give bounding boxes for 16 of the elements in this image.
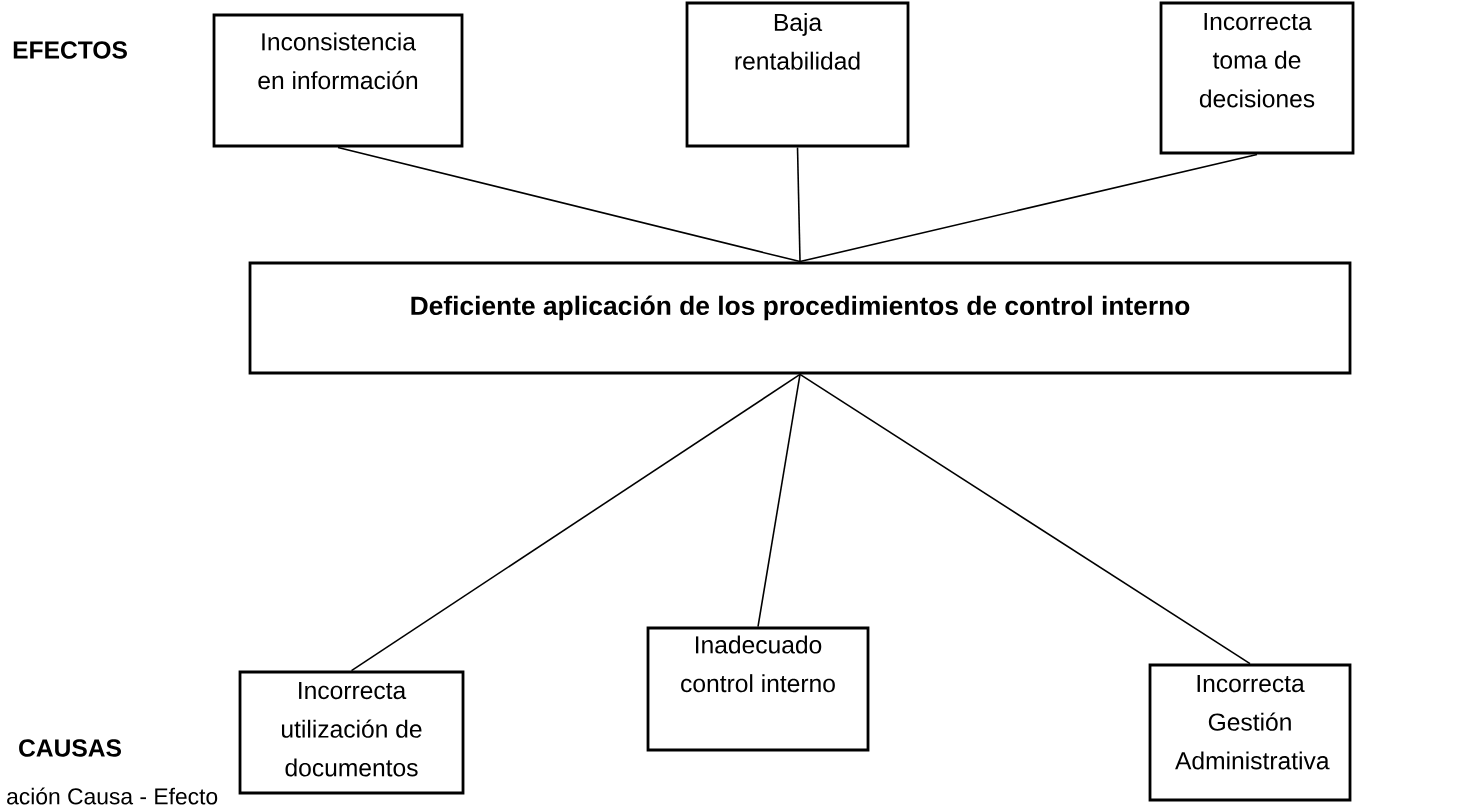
text-box: Inadecuado control interno (646, 626, 870, 752)
side-label: CAUSAS (19, 739, 121, 757)
text-box: Incorrecta utilización de documentos (238, 670, 465, 795)
connector-line (757, 373, 801, 628)
text-box: Incorrecta toma de decisiones (1159, 1, 1355, 155)
connector-line (796, 146, 801, 263)
text-box: Baja rentabilidad (685, 1, 910, 148)
connector-line (799, 153, 1258, 263)
side-label: EFECTOS (13, 41, 127, 59)
connector-line (337, 146, 801, 263)
text-box: Inconsistencia en información (212, 13, 464, 148)
caption-text: ación Causa - Efecto (7, 787, 218, 805)
connector-line (350, 373, 801, 672)
problem-box: Deficiente aplicación de los procedimientos de control interno (248, 261, 1352, 375)
text-box: Incorrecta Gestión Administrativa (1148, 663, 1352, 802)
connector-line (799, 373, 1251, 665)
